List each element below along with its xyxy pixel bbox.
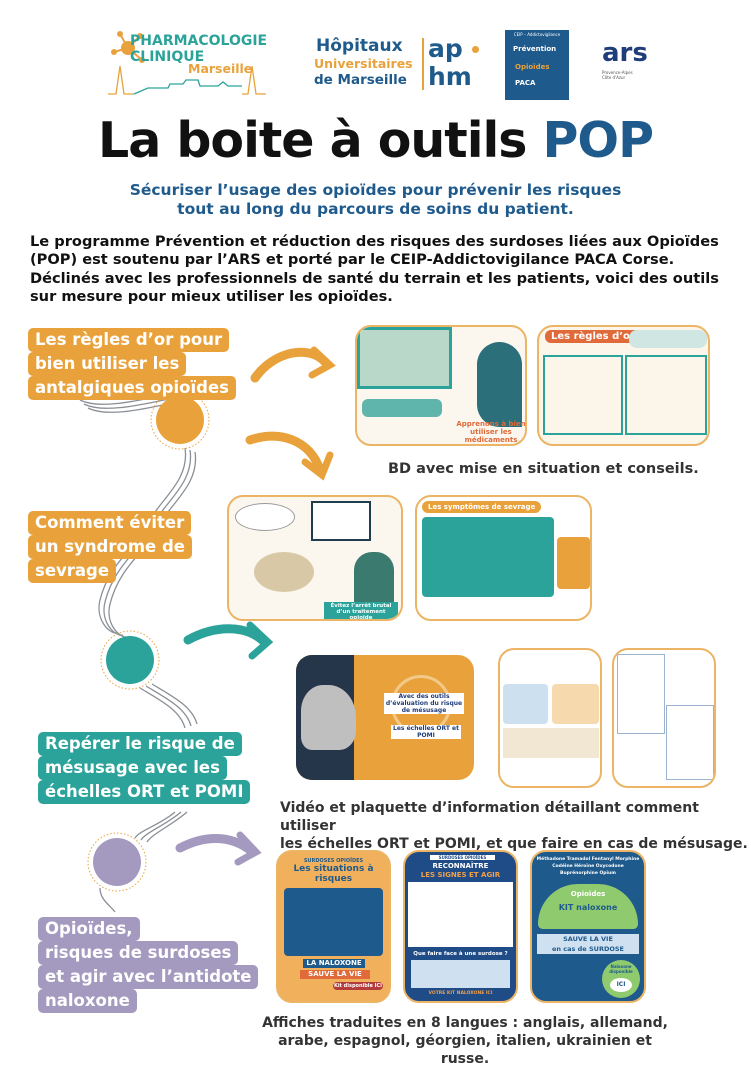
logo-aphm: Hôpitaux Universitaires de Marseille ap …	[312, 36, 484, 92]
thumb-video-mesusage[interactable]: Avec des outils d’évaluation du risque d…	[296, 655, 474, 780]
thumb-plaquette-2[interactable]	[612, 648, 716, 788]
caption-affiches: Affiches traduites en 8 langues : anglai…	[262, 1015, 668, 1067]
arrow-icon	[175, 834, 255, 855]
molecule-icon	[111, 31, 145, 63]
thumb-bd-sevrage[interactable]: Évitez l’arrêt brutal d’un traitement op…	[227, 495, 403, 621]
logo-pharmacologie-clinique: PHARMACOLOGIE CLINIQUE Marseille	[108, 30, 288, 96]
step-circle-3	[93, 838, 141, 886]
thumb-plaquette-1[interactable]	[498, 648, 602, 788]
thumb-affiche-signes[interactable]: SURDOSES OPIOÏDES RECONNAÎTRE LES SIGNES…	[403, 850, 518, 1003]
logo-pop: CEIP – Addictovigilance Prévention Opioï…	[505, 30, 569, 100]
divider	[422, 38, 424, 90]
logo-ars: ars Provence-Alpes Côte d'Azur	[602, 38, 648, 80]
caption-bd: BD avec mise en situation et conseils.	[388, 461, 699, 477]
thumb-affiche-situations[interactable]: SURDOSES OPIOÏDES Les situations à risqu…	[276, 850, 391, 1003]
intro-paragraph: Le programme Prévention et réduction des…	[30, 233, 719, 305]
thumb-symptomes-sevrage[interactable]: Les symptômes de sevrage	[415, 495, 592, 621]
umbrella-icon	[538, 884, 638, 929]
page-title: La boite à outils POP	[98, 112, 654, 169]
thumb-affiche-naloxone[interactable]: Méthadone Tramadol Fentanyl Morphine Cod…	[530, 850, 646, 1003]
subtitle: Sécuriser l’usage des opioïdes pour prév…	[129, 181, 622, 218]
thumb-regles-or[interactable]: Les règles d’or	[537, 325, 710, 446]
thumb-bd-regles[interactable]: Apprenons à bien utiliser les médicament…	[355, 325, 527, 446]
step-circle-1	[156, 396, 204, 444]
dot	[472, 46, 479, 53]
ecg-skyline-graphic	[108, 66, 266, 95]
arrow-icon	[245, 431, 325, 475]
head-graphic	[301, 685, 356, 750]
caption-video: Vidéo et plaquette d’information détaill…	[280, 800, 748, 852]
step-circle-2	[106, 636, 154, 684]
